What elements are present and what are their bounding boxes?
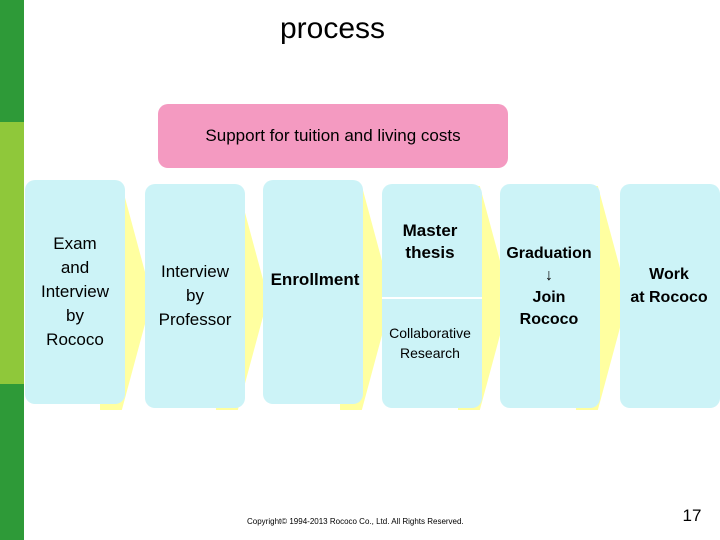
step-master-box [382,184,482,408]
step-enrollment-box [263,180,363,404]
left-bar-bottom [0,384,24,540]
left-bar-top [0,0,24,122]
step-work-label: Work at Rococo [630,266,708,306]
slide-title: process [279,12,386,45]
step-exam-box: Exam and Interview by Rococo [25,180,125,404]
page-number: 17 [682,506,702,525]
step-professor-label: Interview by Professor [158,261,232,330]
support-banner: Support for tuition and living costs [158,104,508,168]
step-master-label: Master thesis [402,221,458,263]
support-banner-label: Support for tuition and living costs [205,126,461,145]
left-bar-middle [0,122,24,384]
step-graduation-box [500,184,600,408]
step-enrollment-label: Enrollment [270,270,360,289]
step-work-box [620,184,720,408]
step-divider-line [382,297,482,299]
step-professor-box: Interview by Professor [145,184,245,408]
copyright-text: Copyright© 1994-2013 Rococo Co., Ltd. Al… [247,517,464,526]
step-graduation-label: Graduation ↓ Join Rococo [506,245,592,329]
step-exam-label: Exam and Interview by Rococo [40,233,110,350]
step-collab-label: Collaborative Research [389,325,471,361]
